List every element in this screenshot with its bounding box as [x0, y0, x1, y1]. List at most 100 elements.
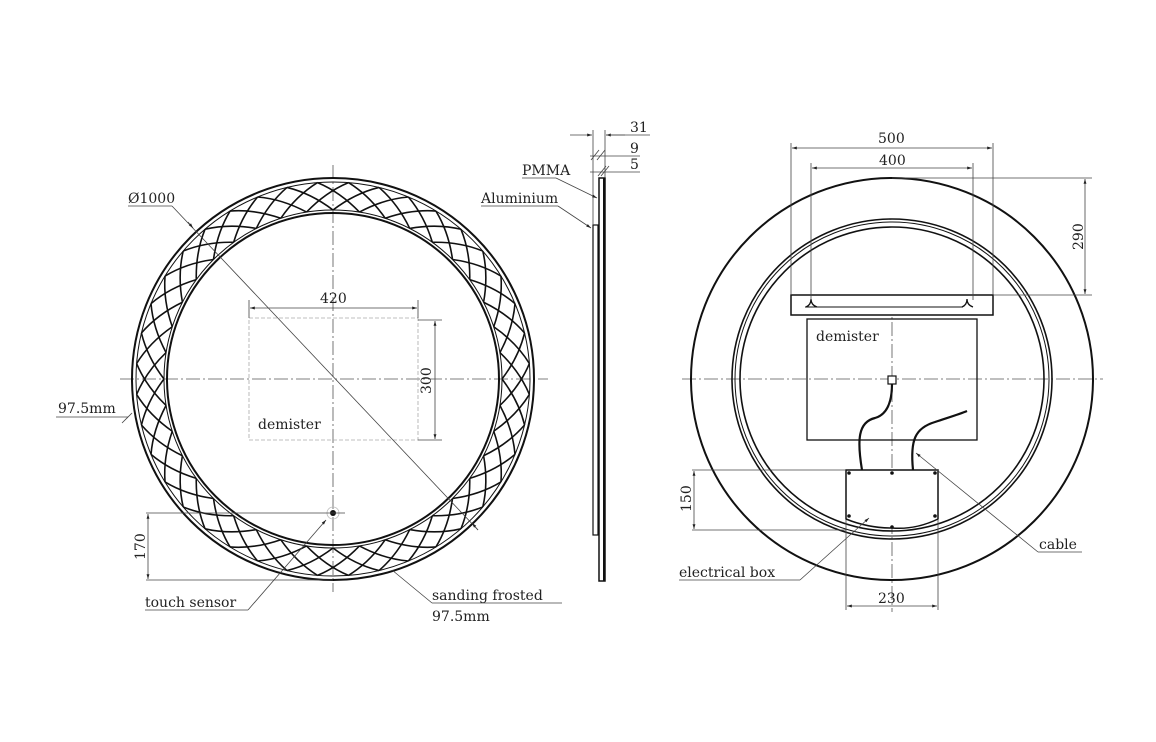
diameter-label: Ø1000	[128, 191, 175, 207]
lattice-stroke	[378, 186, 411, 229]
thickness-5-label: 5	[630, 157, 639, 173]
lattice-stroke	[212, 498, 231, 548]
demister-width-label: 420	[320, 291, 347, 307]
power-cable	[911, 409, 968, 471]
lattice-stroke	[501, 378, 526, 426]
lattice-stroke	[135, 326, 173, 364]
lattice-stroke	[135, 363, 167, 407]
diameter-line	[171, 205, 479, 531]
bracket-hook-right	[961, 298, 974, 308]
sensor-height-label: 170	[133, 533, 149, 560]
lattice-stroke	[483, 424, 526, 457]
lattice-stroke	[452, 481, 502, 500]
rear-frame-ring-outer	[731, 218, 1053, 540]
lattice-stroke	[182, 506, 234, 517]
box-width-label: 230	[878, 591, 905, 607]
lattice-stroke	[499, 351, 531, 395]
lattice-stroke	[305, 545, 349, 577]
lattice-stroke	[255, 186, 288, 229]
lattice-stroke	[499, 405, 516, 455]
demister-label: demister	[258, 417, 321, 433]
thickness-31-label: 31	[630, 120, 648, 136]
lattice-stroke	[230, 209, 282, 220]
bracket-width-label: 500	[878, 131, 905, 147]
lattice-stroke	[317, 545, 361, 577]
bracket-holes-label: 400	[879, 153, 906, 169]
demister-height-label: 300	[419, 367, 435, 394]
rear-frame-ring-inner	[739, 226, 1045, 532]
lattice-stroke	[483, 301, 526, 334]
lattice-stroke	[135, 351, 167, 395]
lattice-stroke	[469, 278, 516, 305]
frosted-ring-inner	[166, 212, 500, 546]
lattice-stroke	[482, 455, 487, 508]
lattice-stroke	[140, 301, 183, 334]
lattice-stroke	[407, 196, 434, 243]
lattice-stroke	[493, 326, 531, 364]
aluminium-label: Aluminium	[480, 191, 558, 207]
lattice-stroke	[257, 196, 307, 213]
hanging-bracket	[790, 294, 994, 316]
lattice-stroke	[501, 332, 526, 380]
box-height-label: 150	[679, 485, 695, 512]
rear-frame-ring-mid	[734, 221, 1050, 537]
lattice-stroke	[460, 228, 471, 280]
lattice-stroke	[435, 210, 454, 260]
lattice-stroke	[432, 506, 484, 517]
lattice-stroke	[150, 303, 167, 353]
sanding-frosted-label: sanding frosted	[432, 588, 543, 604]
rear-demister-label: demister	[816, 329, 879, 345]
lattice-stroke	[204, 225, 257, 230]
cable-label: cable	[1039, 537, 1077, 553]
lattice-stroke	[332, 186, 380, 211]
demister-cable	[858, 383, 894, 471]
lattice-stroke	[432, 241, 484, 252]
lattice-stroke	[407, 515, 434, 562]
electrical-box-label: electrical box	[679, 565, 775, 581]
demister-outline	[248, 317, 419, 441]
sanding-width-label: 97.5mm	[432, 609, 490, 625]
lattice-stroke	[460, 478, 471, 530]
lattice-stroke	[492, 276, 503, 328]
demister-connector-icon	[887, 375, 897, 385]
lattice-stroke	[232, 196, 259, 243]
lattice-stroke	[150, 278, 197, 305]
lattice-stroke	[435, 498, 454, 548]
lattice-stroke	[140, 332, 165, 380]
lattice-stroke	[140, 424, 183, 457]
lattice-stroke	[492, 430, 503, 482]
lattice-stroke	[499, 363, 531, 407]
lattice-stroke	[164, 258, 214, 277]
frosted-ring-outer	[135, 181, 531, 577]
lattice-stroke	[409, 528, 462, 533]
lattice-stroke	[135, 394, 173, 432]
lattice-stroke	[280, 181, 318, 219]
lattice-stroke	[150, 405, 167, 455]
lattice-stroke	[348, 539, 386, 577]
lattice-stroke	[482, 250, 487, 303]
lattice-stroke	[232, 515, 259, 562]
lattice-stroke	[140, 378, 165, 426]
lattice-stroke	[204, 528, 257, 533]
lattice-stroke	[348, 181, 386, 219]
lattice-stroke	[499, 303, 516, 353]
lattice-stroke	[469, 453, 516, 480]
front-view: demister 420 300 Ø1000 97.5mm 170 touch …	[56, 165, 562, 625]
lattice-stroke	[384, 538, 436, 549]
border-width-left-label: 97.5mm	[58, 401, 116, 417]
lattice-stroke	[409, 225, 462, 230]
side-view: 31 9 5 PMMA Aluminium	[480, 120, 650, 582]
lattice-stroke	[317, 181, 361, 213]
lattice-stroke	[359, 196, 409, 213]
lattice-stroke	[163, 276, 174, 328]
lattice-stroke	[150, 453, 197, 480]
lattice-stroke	[286, 547, 334, 572]
lattice-stroke	[286, 186, 334, 211]
lattice-stroke	[179, 455, 184, 508]
lattice-stroke	[280, 539, 318, 577]
aluminium-frame-section	[592, 224, 599, 536]
lattice-stroke	[332, 547, 380, 572]
electrical-box	[845, 469, 939, 530]
thickness-9-label: 9	[630, 141, 639, 157]
